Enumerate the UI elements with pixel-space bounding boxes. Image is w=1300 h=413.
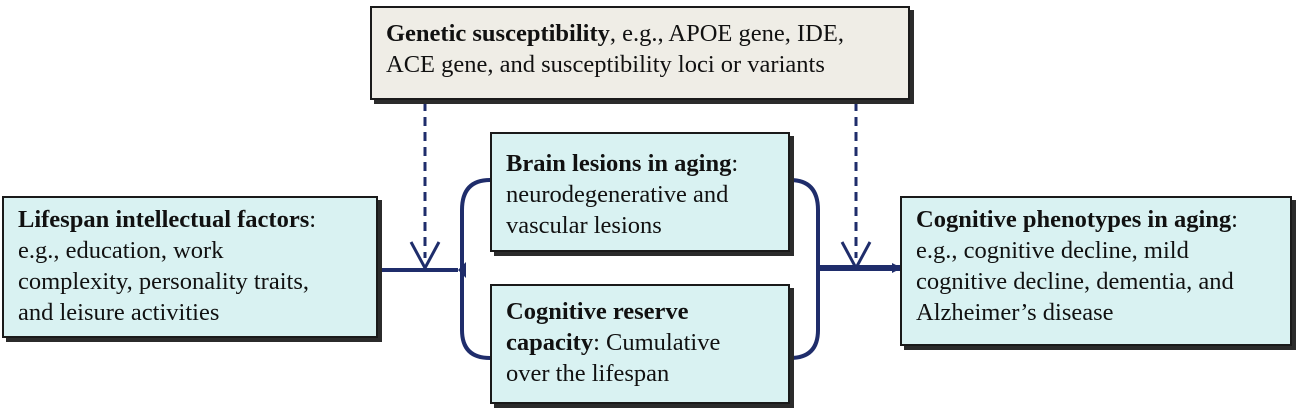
phenotypes-line-1: Cognitive phenotypes in aging: — [916, 204, 1280, 235]
left-bracket-tip — [458, 262, 466, 278]
cognitive-reserve-box: Cognitive reserve capacity: Cumulative o… — [490, 284, 790, 404]
lifespan-line-4: and leisure activities — [18, 299, 220, 326]
lifespan-factors-box: Lifespan intellectual factors: e.g., edu… — [2, 196, 378, 338]
reserve-title-1: Cognitive reserve — [506, 298, 689, 325]
reserve-line-2: capacity: Cumulative — [506, 327, 778, 358]
phenotypes-title: Cognitive phenotypes in aging — [916, 206, 1232, 233]
phenotypes-title-suffix: : — [1231, 206, 1238, 233]
phenotypes-line-4: Alzheimer’s disease — [916, 299, 1114, 326]
lifespan-title-suffix: : — [309, 206, 317, 233]
genetic-dashed-left-head — [409, 241, 441, 272]
brain-title-suffix: : — [731, 150, 739, 177]
genetic-line-1-rest: , e.g., APOE gene, IDE, — [609, 20, 844, 47]
genetic-line-2: ACE gene, and susceptibility loci or var… — [386, 51, 825, 78]
brain-line-2: neurodegenerative and — [506, 181, 729, 208]
genetic-susceptibility-box: Genetic susceptibility, e.g., APOE gene,… — [370, 6, 910, 100]
reserve-line-3: over the lifespan — [506, 360, 670, 387]
brain-line-3: vascular lesions — [506, 212, 662, 239]
lifespan-line-1: Lifespan intellectual factors: — [18, 204, 366, 235]
cognitive-phenotypes-box: Cognitive phenotypes in aging: e.g., cog… — [900, 196, 1292, 346]
lifespan-line-2: e.g., education, work — [18, 237, 224, 264]
left-bracket — [460, 178, 491, 360]
reserve-title-2: capacity — [506, 329, 594, 356]
reserve-line-2-rest: : Cumulative — [593, 329, 721, 356]
genetic-line-1: Genetic susceptibility, e.g., APOE gene,… — [386, 18, 894, 49]
reserve-line-1: Cognitive reserve — [506, 296, 778, 327]
phenotypes-line-3: cognitive decline, dementia, and — [916, 268, 1234, 295]
brain-line-1: Brain lesions in aging: — [506, 148, 778, 179]
right-bracket — [789, 178, 820, 360]
phenotypes-line-2: e.g., cognitive decline, mild — [916, 237, 1189, 264]
brain-title: Brain lesions in aging — [506, 150, 732, 177]
brain-lesions-box: Brain lesions in aging: neurodegenerativ… — [490, 132, 790, 252]
genetic-title: Genetic susceptibility — [386, 20, 610, 47]
genetic-dashed-right-head — [840, 241, 872, 272]
lifespan-title: Lifespan intellectual factors — [18, 206, 310, 233]
lifespan-line-3: complexity, personality traits, — [18, 268, 309, 295]
